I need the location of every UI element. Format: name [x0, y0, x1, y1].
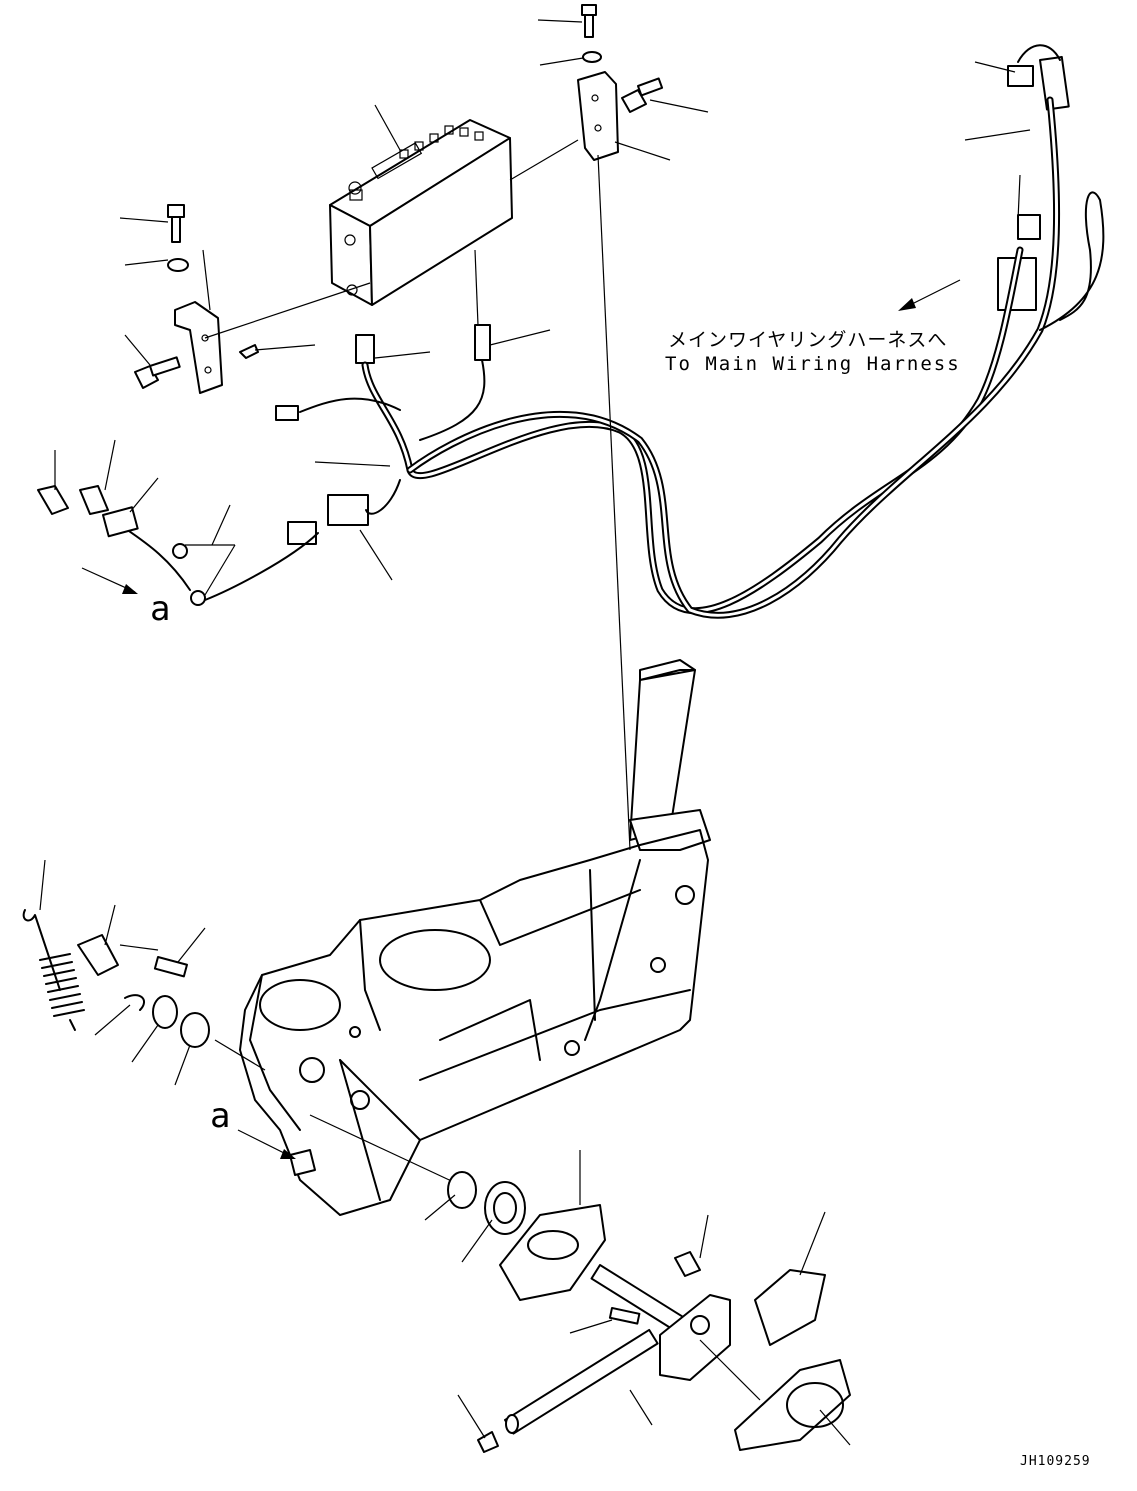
bracket-right — [577, 71, 619, 161]
leader-lines-top — [54, 19, 1031, 851]
connector-icon — [275, 55, 1070, 545]
lever-parts-left — [77, 934, 210, 1048]
harness-callout: メインワイヤリングハーネスへ To Main Wiring Harness — [665, 279, 961, 375]
bolt-icon — [621, 77, 664, 113]
view-a-label-bottom: a — [210, 1096, 230, 1136]
leader-lines-middle — [39, 859, 461, 1186]
controller-unit — [329, 119, 513, 306]
harness-label-jp: メインワイヤリングハーネスへ — [668, 329, 947, 351]
drawing-id: JH109259 — [1020, 1454, 1091, 1469]
view-a-marker-top: a — [81, 567, 170, 629]
shaft-assembly — [447, 1171, 851, 1451]
harness-label-en: To Main Wiring Harness — [665, 353, 961, 375]
view-a-label-top: a — [150, 589, 170, 629]
switch — [37, 485, 206, 606]
bolt-icon — [581, 4, 602, 63]
bracket-left — [174, 301, 223, 394]
bolt-icon — [134, 356, 181, 389]
bolt-icon — [477, 1251, 701, 1453]
bolt-icon — [167, 204, 189, 272]
view-a-marker-bottom: a — [210, 1096, 296, 1159]
frame-housing — [239, 659, 711, 1216]
spring — [22, 909, 85, 1031]
wiring-harness — [119, 44, 1105, 619]
clip — [239, 344, 259, 359]
leader-lines-bottom — [424, 1150, 851, 1446]
